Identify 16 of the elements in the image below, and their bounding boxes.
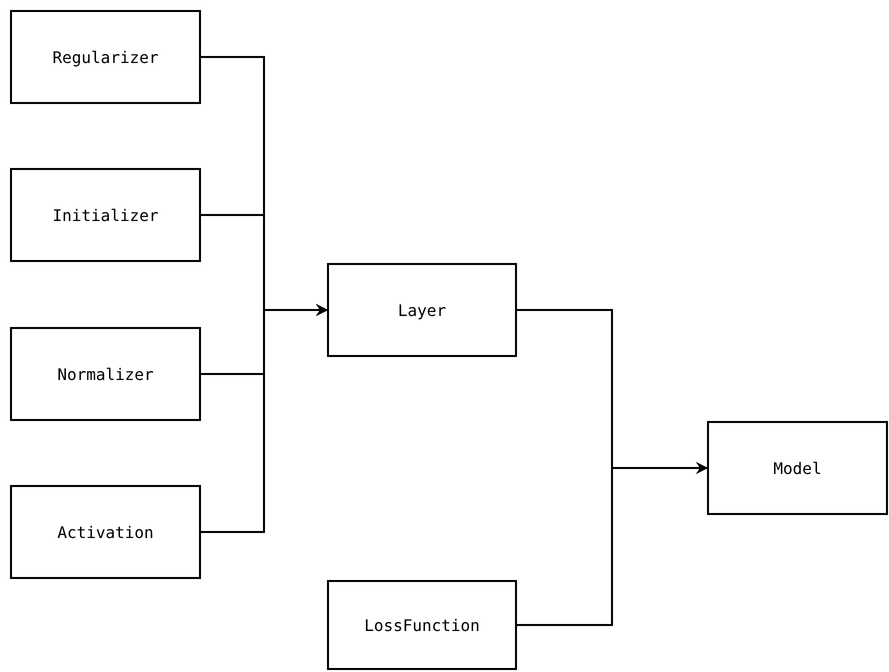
arrow — [201, 304, 328, 533]
process-box — [10, 485, 201, 579]
box-label: LossFunction — [364, 616, 480, 634]
box-label: Layer — [398, 300, 446, 320]
process-box — [327, 580, 517, 670]
arrow — [517, 462, 708, 626]
box-label: Activation — [57, 522, 154, 542]
box-label: Regularizer — [52, 48, 158, 66]
process-box — [10, 10, 201, 104]
box-label: Initializer — [52, 206, 158, 224]
process-box — [327, 263, 517, 357]
process-box — [10, 168, 201, 262]
process-box — [707, 421, 888, 515]
box-label: Model — [773, 458, 822, 478]
box-label: Normalizer — [57, 364, 154, 384]
process-box — [10, 327, 201, 421]
